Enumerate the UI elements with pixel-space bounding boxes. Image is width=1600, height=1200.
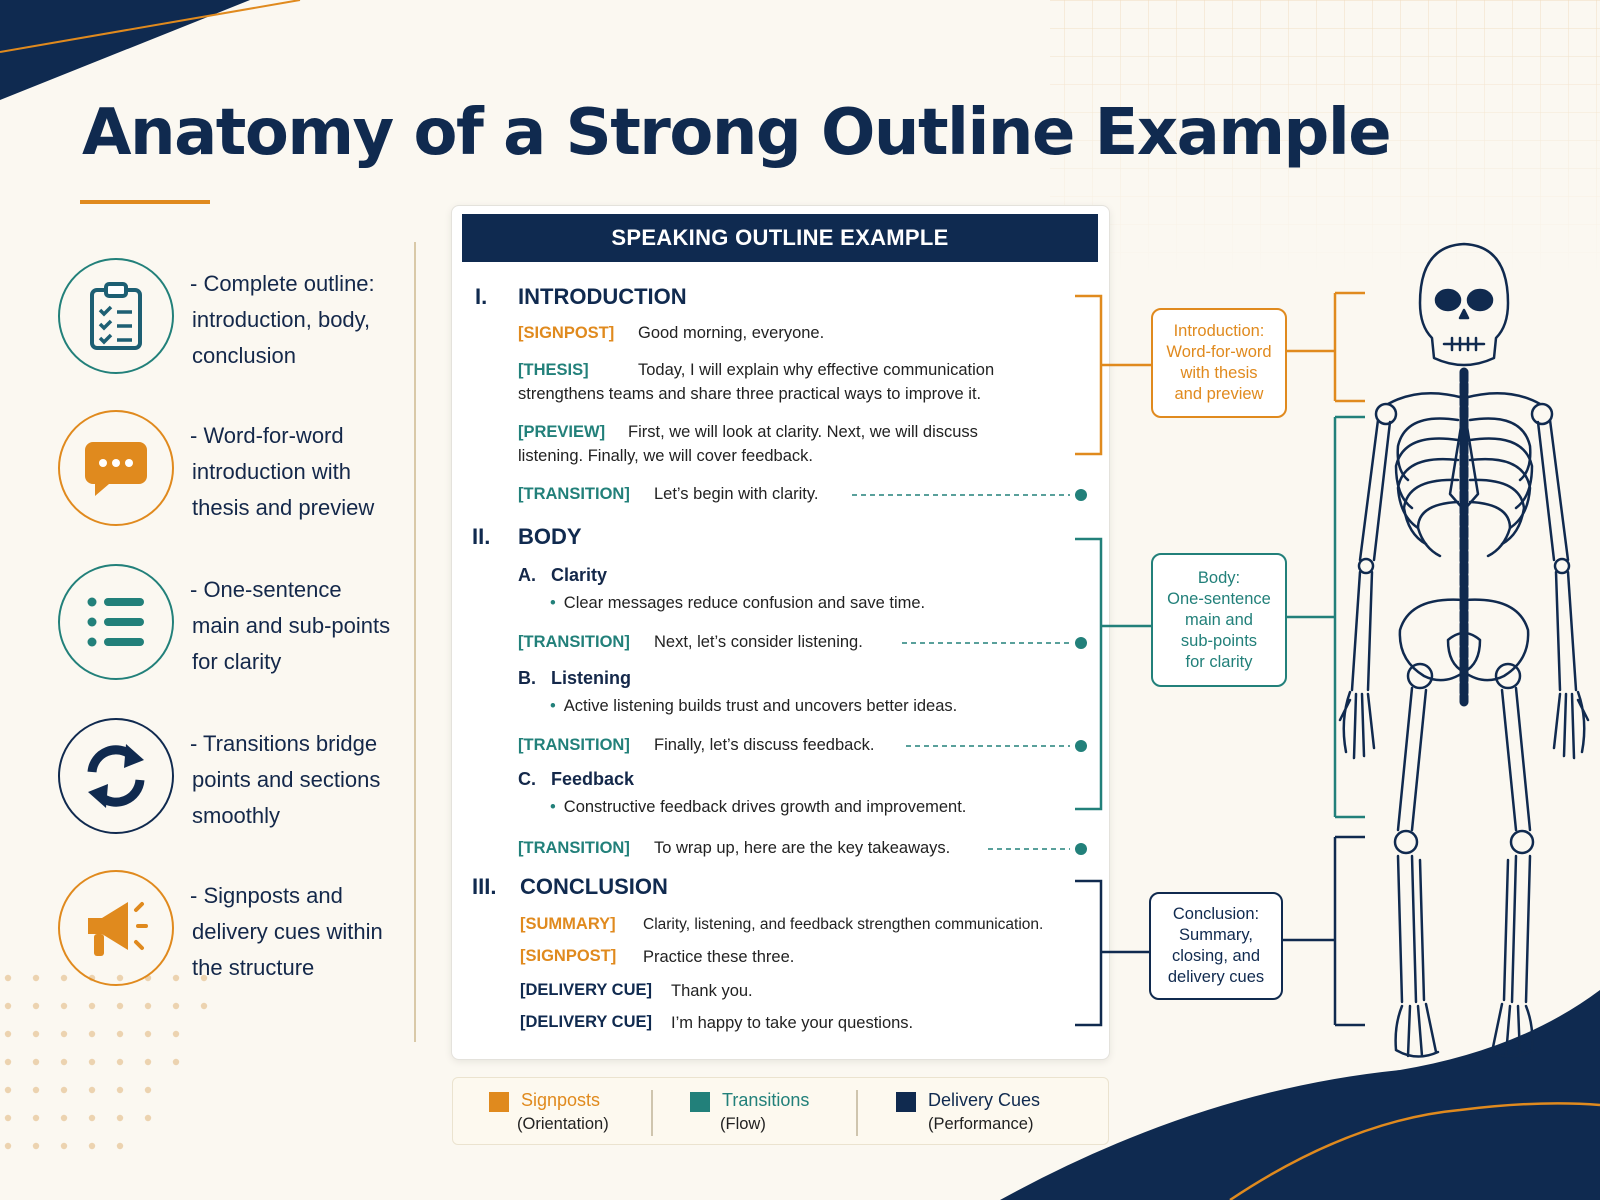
section-title-intro: INTRODUCTION (518, 284, 687, 309)
transition-tag: [TRANSITION] (518, 736, 630, 754)
left-divider (414, 242, 416, 1042)
conclusion-bracket (1075, 879, 1151, 1027)
thesis-tag: [THESIS] (518, 361, 589, 379)
point-bullet: •Clear messages reduce confusion and sav… (550, 594, 926, 612)
page-title: Anatomy of a Strong Outline Example (82, 96, 1392, 170)
feature-icon-circle (58, 410, 174, 526)
section-title-body: BODY (518, 524, 582, 549)
preview-text: [PREVIEW]First, we will look at clarity.… (518, 420, 1038, 468)
section-number-conclusion: III. (472, 874, 497, 899)
callout-conclusion: Conclusion: Summary, closing, and delive… (1149, 892, 1283, 1000)
delivery-cue-text: I’m happy to take your questions. (671, 1014, 914, 1032)
list-icon (87, 597, 144, 647)
callout-body: Body: One-sentence main and sub-points f… (1151, 553, 1287, 687)
section-number-intro: I. (475, 284, 488, 309)
legend: Signposts (Orientation) Transitions (Flo… (452, 1077, 1109, 1145)
feature-text: - Word-for-word introduction with thesis… (190, 423, 375, 520)
feature-icon-circle (58, 564, 174, 680)
feature-text: - One-sentence main and sub-points for c… (190, 577, 391, 674)
delivery-cue-tag: [DELIVERY CUE] (520, 981, 653, 999)
signpost-tag: [SIGNPOST] (520, 947, 617, 965)
feature-text: - Complete outline: introduction, body, … (190, 271, 375, 368)
section-title-conclusion: CONCLUSION (520, 874, 668, 899)
feature-one-sentence: - One-sentence main and sub-points for c… (58, 564, 418, 684)
point-letter: C. (518, 769, 536, 789)
feature-icon-circle (58, 718, 174, 834)
transition-text: To wrap up, here are the key takeaways. (654, 839, 951, 857)
transition-text: Let’s begin with clarity. (654, 485, 819, 503)
legend-swatch (489, 1092, 509, 1112)
point-letter: B. (518, 668, 536, 688)
signpost-text: Practice these three. (643, 948, 795, 966)
point-bullet: •Active listening builds trust and uncov… (550, 697, 958, 715)
megaphone-icon (88, 902, 148, 956)
legend-divider (856, 1090, 858, 1136)
transition-tag: [TRANSITION] (518, 485, 630, 503)
feature-icon-circle (58, 870, 174, 986)
summary-text: Clarity, listening, and feedback strengt… (643, 916, 1044, 933)
delivery-cue-tag: [DELIVERY CUE] (520, 1013, 653, 1031)
summary-tag: [SUMMARY] (520, 915, 616, 933)
outline-card (451, 205, 1110, 1060)
delivery-cue-text: Thank you. (671, 982, 753, 1000)
feature-text: - Signposts and delivery cues within the… (190, 883, 383, 980)
outline-header: SPEAKING OUTLINE EXAMPLE (462, 214, 1098, 262)
legend-swatch (690, 1092, 710, 1112)
point-title: Feedback (551, 769, 635, 789)
speech-bubble-icon (85, 442, 147, 496)
feature-icon-circle (58, 258, 174, 374)
transition-tag: [TRANSITION] (518, 633, 630, 651)
point-bullet: •Constructive feedback drives growth and… (550, 798, 967, 816)
signpost-text: Good morning, everyone. (638, 324, 825, 342)
intro-bracket (1075, 294, 1151, 456)
thesis-text: [THESIS]Today, I will explain why effect… (518, 358, 1038, 406)
transition-text: Next, let’s consider listening. (654, 633, 863, 651)
transition-text: Finally, let’s discuss feedback. (654, 736, 875, 754)
feature-word-for-word: - Word-for-word introduction with thesis… (58, 410, 418, 530)
point-title: Clarity (551, 565, 608, 585)
clipboard-checklist-icon (90, 282, 142, 350)
feature-text: - Transitions bridge points and sections… (190, 731, 381, 828)
skeleton-icon (1338, 242, 1590, 1058)
transition-arrows-icon (87, 744, 145, 808)
signpost-tag: [SIGNPOST] (518, 324, 615, 342)
callout-introduction: Introduction: Word-for-word with thesis … (1151, 308, 1287, 418)
point-letter: A. (518, 565, 536, 585)
body-bracket (1075, 537, 1151, 811)
point-title: Listening (551, 668, 631, 688)
legend-swatch (896, 1092, 916, 1112)
section-number-body: II. (472, 524, 491, 549)
feature-transitions: - Transitions bridge points and sections… (58, 718, 418, 838)
preview-tag: [PREVIEW] (518, 423, 606, 441)
title-underline (80, 200, 210, 204)
legend-divider (651, 1090, 653, 1136)
feature-complete-outline: - Complete outline: introduction, body, … (58, 258, 418, 378)
transition-tag: [TRANSITION] (518, 839, 630, 857)
transition-leaders (852, 494, 1070, 850)
feature-signposts: - Signposts and delivery cues within the… (58, 870, 418, 990)
